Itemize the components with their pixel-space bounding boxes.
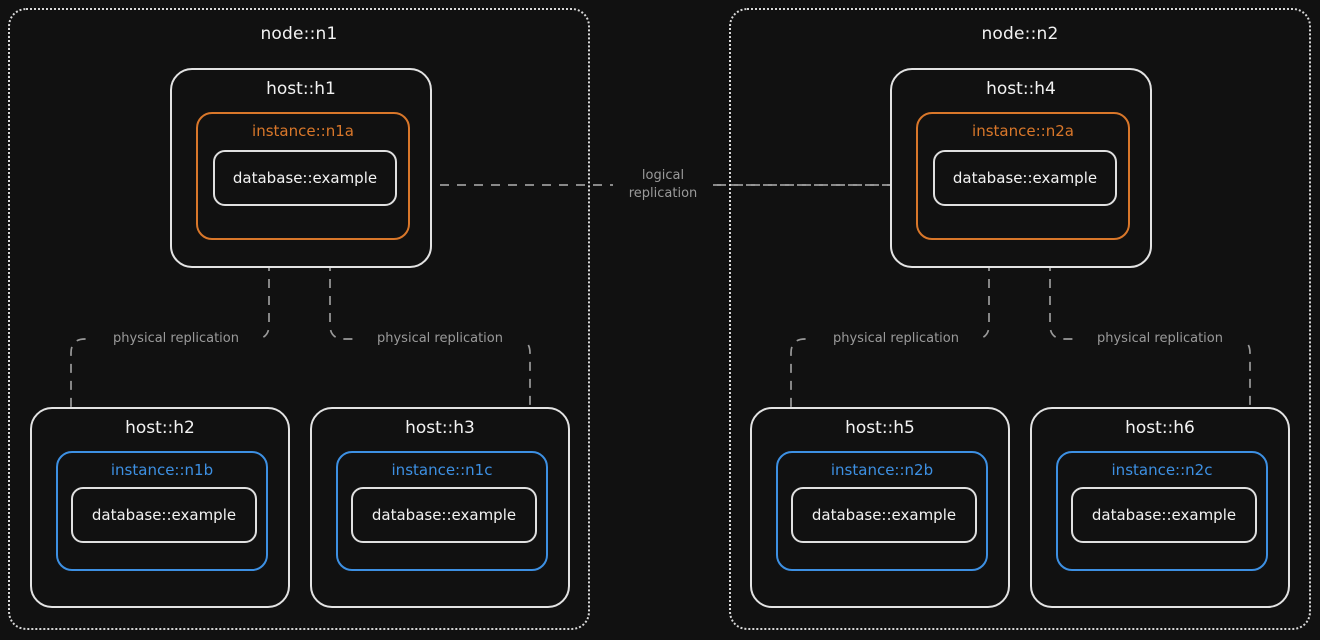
host-title-h6: host::h6 [1125,418,1195,438]
instance-title-n2b: instance::n2b [830,461,934,479]
host-box-h3[interactable]: host::h3 instance::n1c database::example [310,407,570,608]
edge-label-physical-h1-h2: physical replication [89,330,263,348]
database-label-h4: database::example [952,169,1098,187]
instance-box-n1b[interactable]: instance::n1b database::example [56,451,268,571]
host-box-h4[interactable]: host::h4 instance::n2a database::example [890,68,1152,268]
node-title-n1: node::n1 [260,24,338,44]
instance-box-n2b[interactable]: instance::n2b database::example [776,451,988,571]
host-title-h1: host::h1 [266,79,336,99]
edge-label-physical-h4-h6: physical replication [1073,330,1247,348]
database-box-h1[interactable]: database::example [213,150,397,206]
instance-box-n1a[interactable]: instance::n1a database::example [196,112,410,240]
database-box-h5[interactable]: database::example [791,487,977,543]
database-label-h5: database::example [811,506,957,524]
database-box-h3[interactable]: database::example [351,487,537,543]
instance-title-n1a: instance::n1a [252,122,354,140]
database-box-h6[interactable]: database::example [1071,487,1257,543]
instance-title-n2c: instance::n2c [1111,461,1213,479]
instance-title-n1c: instance::n1c [391,461,493,479]
host-title-h2: host::h2 [125,418,195,438]
database-box-h4[interactable]: database::example [933,150,1117,206]
database-label-h3: database::example [371,506,517,524]
instance-title-n1b: instance::n1b [110,461,214,479]
edge-label-physical-h1-h3: physical replication [353,330,527,348]
node-group-n1[interactable]: node::n1 [8,8,590,630]
node-title-n2: node::n2 [981,24,1059,44]
edge-label-logical-replication: logical replication [613,166,713,204]
database-label-h2: database::example [91,506,237,524]
instance-box-n1c[interactable]: instance::n1c database::example [336,451,548,571]
host-box-h1[interactable]: host::h1 instance::n1a database::example [170,68,432,268]
database-box-h2[interactable]: database::example [71,487,257,543]
edge-label-logical-line1: logical [641,168,685,183]
instance-title-n2a: instance::n2a [972,122,1074,140]
host-title-h3: host::h3 [405,418,475,438]
database-label-h6: database::example [1091,506,1237,524]
edge-label-physical-h4-h5: physical replication [809,330,983,348]
edge-label-logical-line2: replication [628,185,698,201]
host-title-h5: host::h5 [845,418,915,438]
instance-box-n2c[interactable]: instance::n2c database::example [1056,451,1268,571]
host-box-h2[interactable]: host::h2 instance::n1b database::example [30,407,290,608]
instance-box-n2a[interactable]: instance::n2a database::example [916,112,1130,240]
host-title-h4: host::h4 [986,79,1056,99]
database-label-h1: database::example [232,169,378,187]
host-box-h5[interactable]: host::h5 instance::n2b database::example [750,407,1010,608]
node-group-n2[interactable]: node::n2 [729,8,1311,630]
host-box-h6[interactable]: host::h6 instance::n2c database::example [1030,407,1290,608]
